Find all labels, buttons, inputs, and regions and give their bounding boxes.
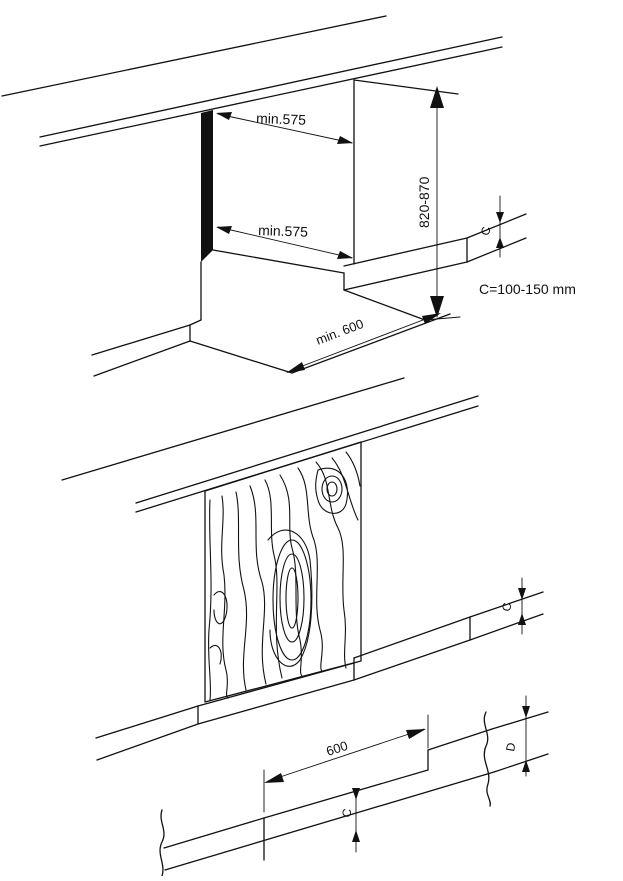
break-line-right: [483, 711, 491, 807]
panel-width-label: 600: [324, 738, 349, 759]
plinth-lower: [163, 728, 495, 871]
height-label: 820-870: [416, 176, 432, 228]
dimension-depth: min. 600: [286, 313, 441, 373]
side-panel-edge: [201, 110, 213, 262]
dimension-c-lower: C: [339, 788, 360, 853]
dimension-panel-width: 600: [263, 714, 429, 813]
figure-wood-panel: C: [61, 377, 544, 761]
niche-outline: [189, 79, 468, 342]
figure-niche-dimensions: min.575 min.575 820-870 min. 600: [1, 15, 576, 377]
wood-door-panel: [204, 441, 362, 703]
break-line-left: [159, 809, 165, 877]
floor-plinth-middle: [95, 705, 199, 761]
c-formula-label: C=100-150 mm: [479, 281, 576, 297]
figure-plinth-cutout: 600 C D: [159, 695, 549, 877]
bottom-width-label: min.575: [258, 222, 309, 240]
depth-label: min. 600: [314, 316, 366, 348]
dimension-bottom-width: min.575: [216, 222, 353, 259]
c-lower-label: C: [339, 807, 354, 818]
dimension-height: 820-870: [416, 86, 461, 321]
floor-plinth-upper: [91, 313, 451, 377]
dimension-top-width: min.575: [216, 110, 353, 144]
c-middle-label: C: [499, 601, 514, 612]
dimension-c-middle: C: [469, 577, 544, 641]
worktop-upper: [1, 15, 503, 147]
dimension-c-upper: C: [466, 195, 527, 263]
worktop-middle: [61, 377, 479, 513]
c-upper-label: C: [478, 225, 493, 236]
niche-outline-middle: [197, 616, 471, 725]
dimension-d: D: [491, 695, 549, 777]
top-width-label: min.575: [256, 110, 307, 128]
d-lower-label: D: [503, 741, 518, 752]
